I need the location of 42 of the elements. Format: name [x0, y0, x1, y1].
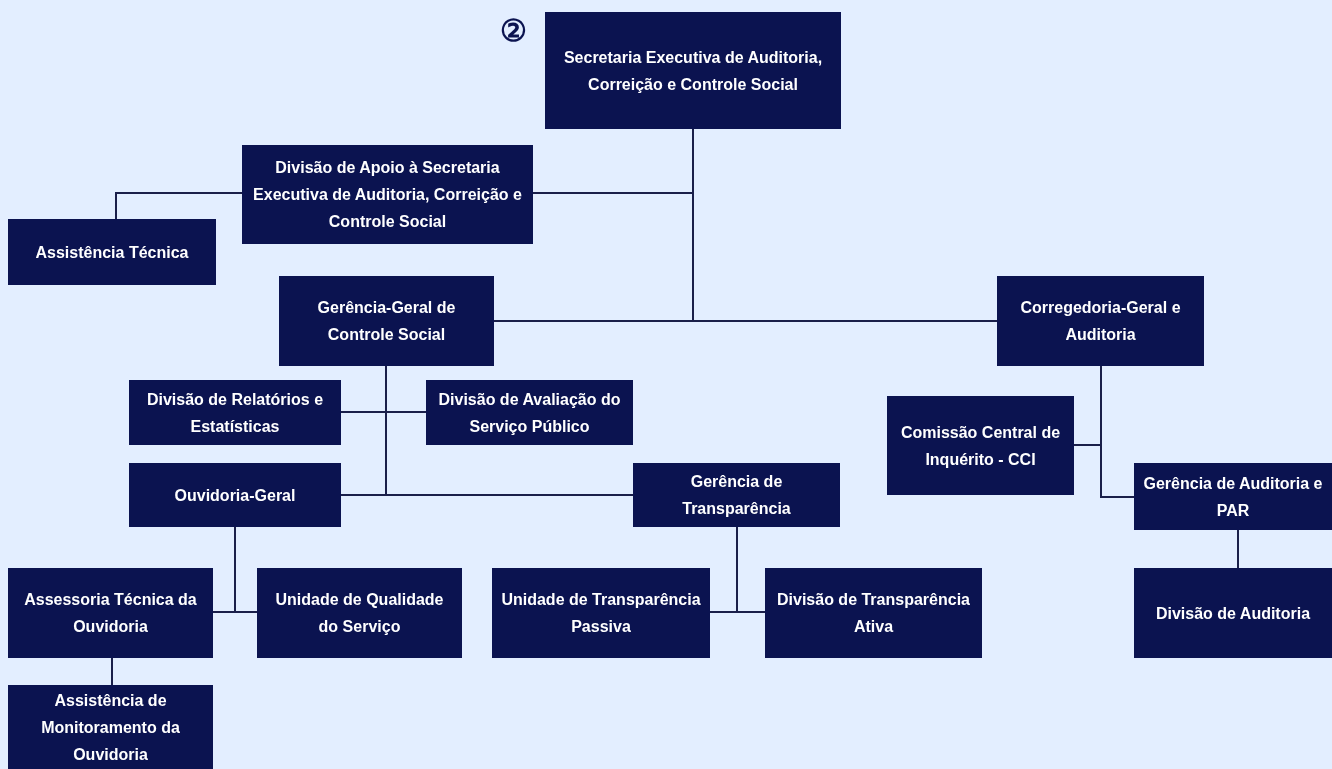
org-unit-box: [492, 568, 710, 658]
unit-name: Assistência Técnica: [35, 242, 189, 263]
unit-name: Divisão de Transparência Ativa: [776, 590, 971, 637]
unit-name: Unidade de Qualidade do Serviço: [274, 590, 445, 637]
org-unit-box: [765, 568, 982, 658]
connector-line: [234, 526, 258, 613]
unit-name: Unidade de Transparência Passiva: [500, 590, 702, 637]
org-unit-box: [279, 276, 494, 366]
unit-name: Assessoria Técnica da Ouvidoria: [23, 590, 198, 637]
org-unit-box: [242, 145, 533, 244]
org-unit-box: [257, 568, 462, 658]
org-unit-box: [1134, 568, 1332, 658]
unit-name: Secretaria Executiva de Auditoria, Correição e Controle Social: [562, 47, 824, 95]
org-unit-box: [887, 396, 1074, 495]
connector-line: [1100, 365, 1135, 498]
connector-line: [1237, 529, 1239, 569]
unit-name: Comissão Central de Inquérito - CCI: [899, 422, 1062, 470]
org-unit-box: [545, 12, 841, 129]
unit-name: Corregedoria-Geral e Auditoria: [1019, 298, 1182, 345]
org-unit-box: [997, 276, 1204, 366]
connector-line: [111, 657, 113, 686]
org-unit-box: [426, 380, 633, 445]
org-unit-box: [1134, 463, 1332, 530]
unit-name: Divisão de Relatórios e Estatísticas: [145, 389, 325, 437]
connector-line: [385, 365, 634, 496]
org-unit-box: [8, 219, 216, 285]
connector-line: [115, 192, 243, 220]
org-unit-box: [633, 463, 840, 527]
org-unit-box: [129, 380, 341, 445]
org-unit-box: [8, 685, 213, 769]
unit-name: Gerência de Auditoria e PAR: [1142, 473, 1324, 521]
callout-number: ②: [500, 16, 527, 46]
unit-name: Gerência de Transparência: [681, 472, 792, 519]
org-unit-box: [8, 568, 213, 658]
unit-name: Gerência-Geral de Controle Social: [316, 298, 457, 345]
connector-line: [736, 526, 766, 613]
unit-name: Divisão de Avaliação do Serviço Público: [437, 389, 622, 437]
org-unit-box: [129, 463, 341, 527]
unit-name: Divisão de Auditoria: [1155, 603, 1311, 624]
unit-name: Ouvidoria-Geral: [174, 485, 296, 506]
unit-name: Assistência de Monitoramento da Ouvidoria: [40, 690, 181, 765]
unit-name: Divisão de Apoio à Secretaria Executiva de Auditoria, Correição e Controle Social: [252, 158, 523, 232]
